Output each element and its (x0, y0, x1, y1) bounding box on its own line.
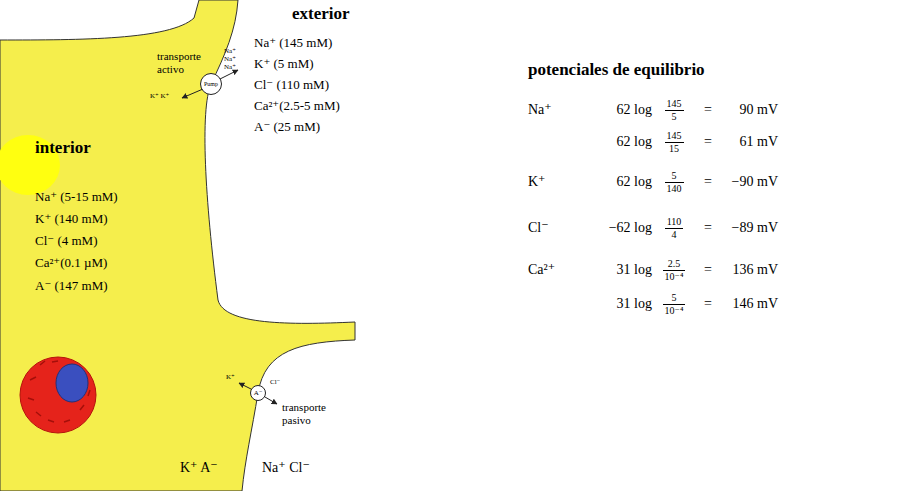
fraction-denominator: 140 (667, 183, 682, 195)
fraction-denominator: 10⁻⁴ (665, 271, 684, 283)
node-text: A⁻ (254, 390, 263, 397)
equation-term: 62 log (617, 102, 652, 118)
potential-value: −90 mV (732, 174, 778, 190)
red-cell-texture (28, 361, 90, 422)
equation-term: 62 log (617, 174, 652, 190)
fraction-bar (663, 270, 686, 271)
fraction-denominator: 15 (669, 143, 679, 155)
fraction-bar (663, 304, 686, 305)
region-heading: interior (35, 138, 91, 158)
equals-sign: = (704, 262, 712, 278)
channel-circle: A⁻ (250, 385, 266, 401)
fraction-numerator: 145 (667, 98, 682, 110)
pump-circle: Pump (200, 73, 222, 95)
concentration-label: K⁺ (140 mM) (35, 212, 108, 227)
equation-term: 31 log (617, 296, 652, 312)
equation-term: 62 log (617, 134, 652, 150)
equals-sign: = (704, 220, 712, 236)
fraction-denominator: 5 (672, 111, 677, 123)
potential-value: 61 mV (740, 134, 779, 150)
ion-label: K⁺ (226, 373, 235, 381)
fraction-numerator: 5 (672, 170, 677, 182)
concentration-label: K⁺ (5 mM) (254, 57, 314, 72)
fraction-bar (665, 182, 684, 183)
ion-label: Na⁺ Cl⁻ (262, 460, 310, 476)
ion-name: Ca²⁺ (528, 262, 555, 278)
fraction-bar (665, 228, 684, 229)
concentration-label: Cl⁻ (110 mM) (254, 78, 329, 93)
ion-name: Na⁺ (528, 102, 552, 118)
potential-value: 136 mV (733, 262, 779, 278)
fraction-numerator: 110 (667, 216, 682, 228)
fraction-numerator: 2.5 (668, 258, 681, 270)
ion-label: Cl⁻ (270, 378, 280, 386)
concentration-label: Cl⁻ (4 mM) (35, 234, 97, 249)
node-text: Pump (204, 81, 218, 87)
equation-term: 31 log (617, 262, 652, 278)
fraction-numerator: 145 (667, 130, 682, 142)
equation-term: −62 log (609, 220, 652, 236)
fraction-denominator: 10⁻⁴ (665, 305, 684, 317)
concentration-label: Ca²⁺(0.1 µM) (35, 256, 107, 271)
fraction-bar (665, 142, 684, 143)
potential-value: 146 mV (733, 296, 779, 312)
cell-membrane (0, 0, 355, 491)
fraction-numerator: 5 (672, 292, 677, 304)
concentration-label: Na⁺ (5-15 mM) (35, 190, 118, 205)
concentration-label: A⁻ (25 mM) (254, 120, 320, 135)
fraction-bar (665, 110, 684, 111)
ion-name: K⁺ (528, 174, 546, 190)
fraction-denominator: 4 (672, 229, 677, 241)
ion-label: K⁺ K⁺ (150, 92, 169, 100)
ion-label: Na⁺ Na⁺ Na⁺ (224, 47, 248, 71)
potential-value: −89 mV (732, 220, 778, 236)
equals-sign: = (704, 134, 712, 150)
red-cell (20, 357, 96, 433)
ion-label: K⁺ A⁻ (180, 460, 218, 476)
equals-sign: = (704, 174, 712, 190)
ion-name: Cl⁻ (528, 220, 549, 236)
concentration-label: Ca²⁺(2.5-5 mM) (254, 99, 340, 114)
equals-sign: = (704, 102, 712, 118)
equals-sign: = (704, 296, 712, 312)
region-heading: exterior (292, 4, 350, 24)
potential-value: 90 mV (740, 102, 779, 118)
section-heading: potenciales de equilibrio (528, 60, 705, 80)
transport-label: transporte activo (157, 50, 201, 75)
concentration-label: Na⁺ (145 mM) (254, 36, 332, 51)
transport-label: transporte pasivo (282, 401, 326, 426)
concentration-label: A⁻ (147 mM) (35, 279, 108, 294)
nucleus (56, 364, 88, 402)
